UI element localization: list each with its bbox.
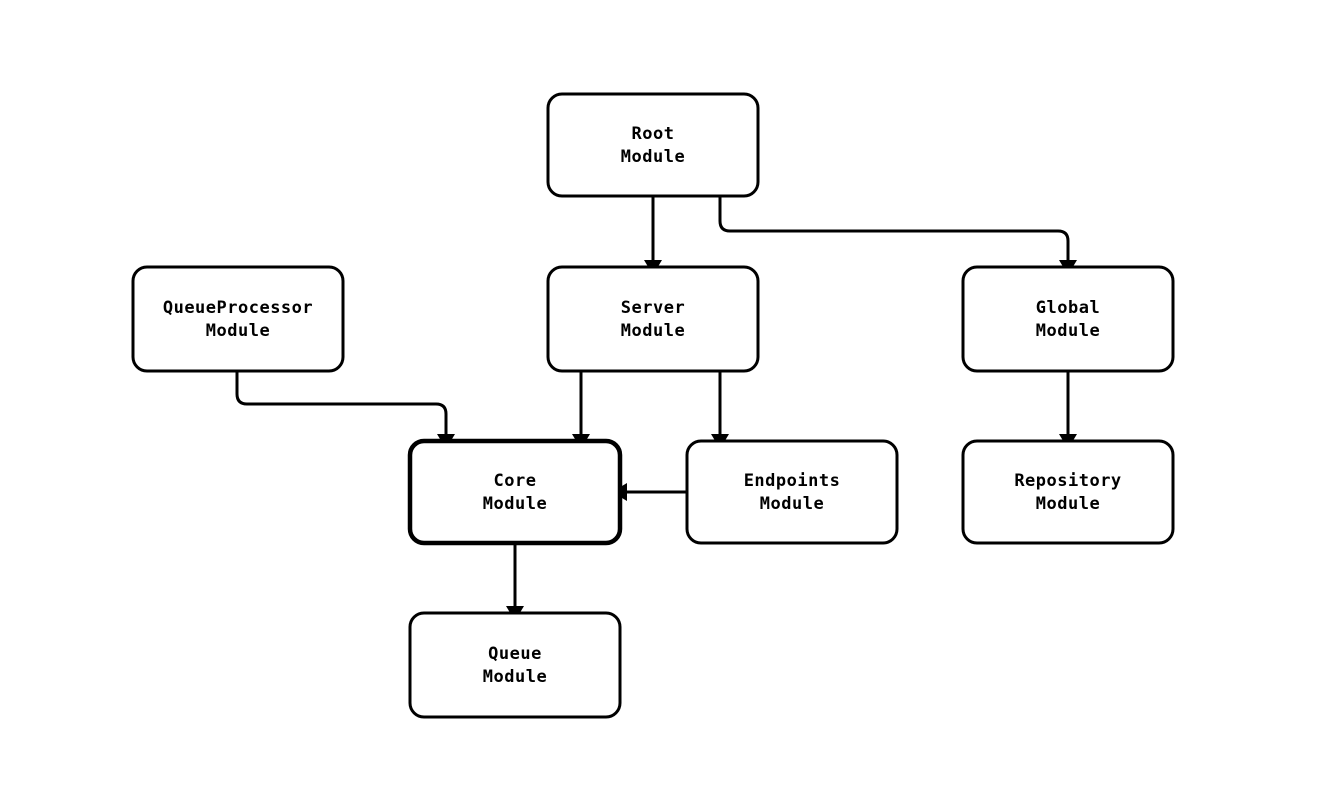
edge-endpoints-to-core bbox=[612, 483, 687, 501]
node-label-line1: Server bbox=[621, 298, 685, 318]
node-label-line1: Global bbox=[1036, 298, 1100, 318]
edges-layer bbox=[235, 196, 1077, 621]
node-box[interactable] bbox=[546, 92, 760, 198]
node-label-line2: Module bbox=[621, 147, 685, 167]
edge-server-to-core bbox=[572, 371, 590, 449]
node-label-line2: Module bbox=[483, 494, 547, 514]
node-box[interactable] bbox=[961, 439, 1175, 545]
node-label-line2: Module bbox=[1036, 321, 1100, 341]
node-label-line1: Endpoints bbox=[744, 471, 841, 491]
edge-queueprocessor-to-core bbox=[235, 371, 455, 449]
edge-core-to-queue bbox=[506, 543, 524, 621]
edge-server-to-endpoints bbox=[711, 371, 729, 449]
node-box[interactable] bbox=[408, 611, 622, 719]
node-label-line2: Module bbox=[760, 494, 824, 514]
node-box[interactable] bbox=[685, 439, 899, 545]
node-box[interactable] bbox=[407, 438, 623, 546]
node-label-line2: Module bbox=[206, 321, 270, 341]
edge-global-to-repository bbox=[1059, 371, 1077, 449]
node-label-line1: Queue bbox=[488, 644, 542, 664]
node-box[interactable] bbox=[961, 265, 1175, 373]
node-label-line2: Module bbox=[621, 321, 685, 341]
edge-root-to-server bbox=[644, 196, 662, 275]
edge-line bbox=[235, 371, 448, 434]
node-label-line2: Module bbox=[1036, 494, 1100, 514]
nodes-layer: RootModuleQueueProcessorModuleServerModu… bbox=[131, 92, 1175, 719]
node-box[interactable] bbox=[546, 265, 760, 373]
node-label-line1: Core bbox=[494, 471, 537, 491]
node-label-line1: Root bbox=[632, 124, 675, 144]
node-box[interactable] bbox=[131, 265, 345, 373]
node-label-line2: Module bbox=[483, 667, 547, 687]
edge-root-to-global bbox=[718, 196, 1077, 275]
node-label-line1: QueueProcessor bbox=[163, 298, 313, 318]
node-label-line1: Repository bbox=[1014, 471, 1121, 491]
edge-line bbox=[718, 196, 1070, 260]
